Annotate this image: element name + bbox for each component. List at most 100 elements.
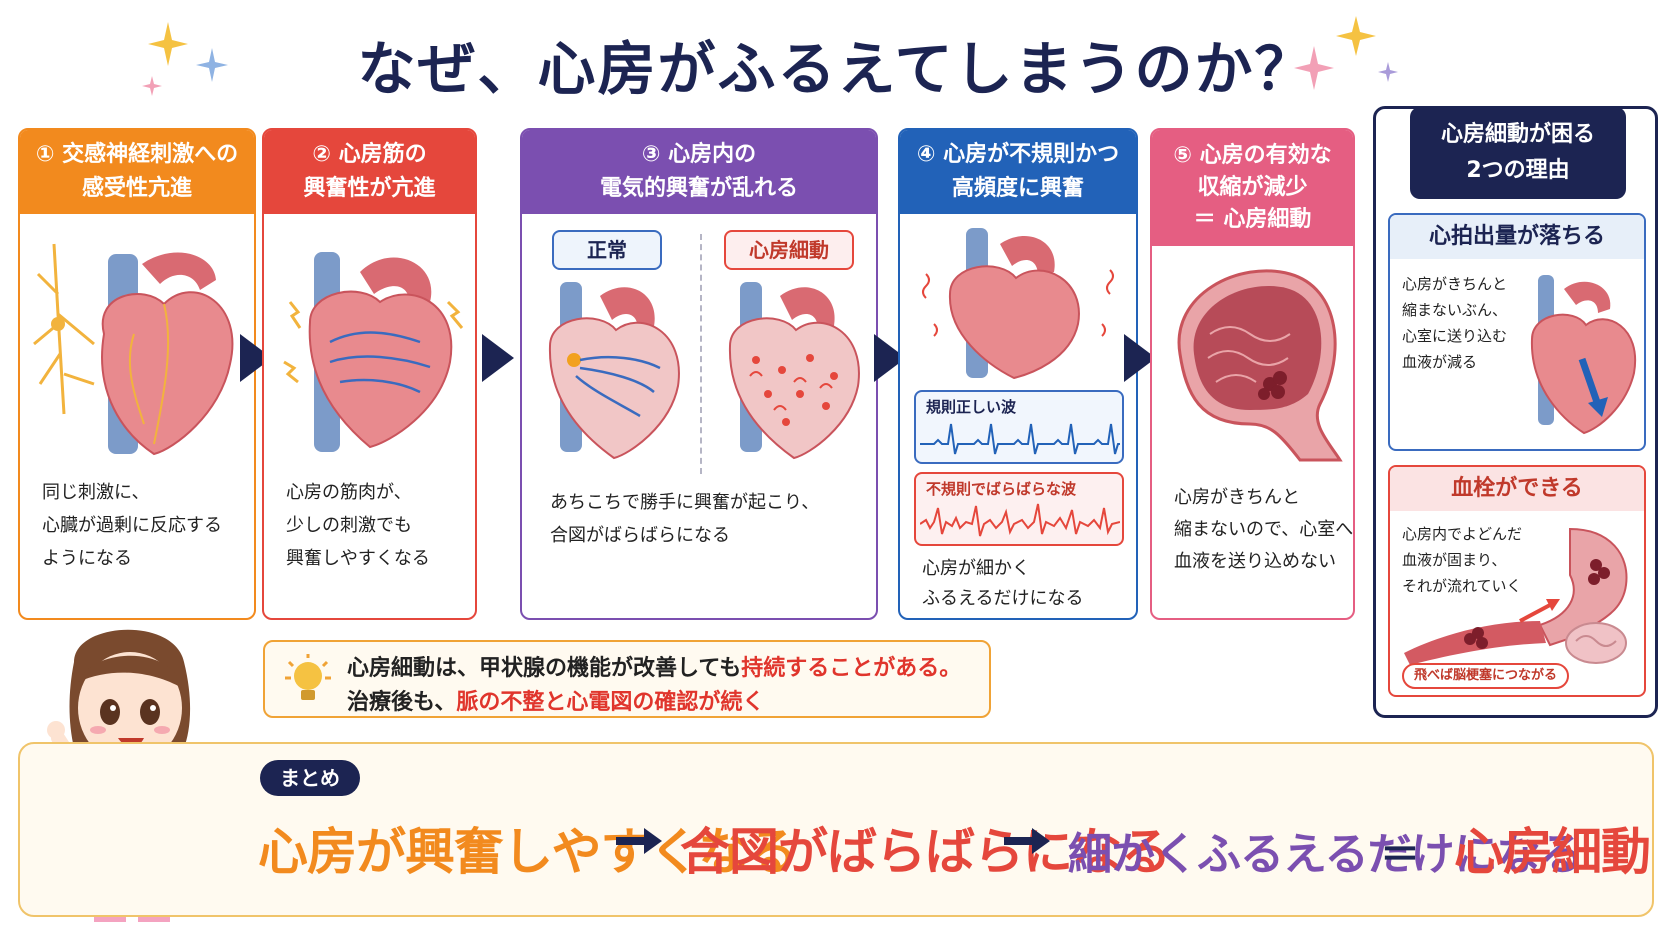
step-number: ⑤: [1173, 143, 1192, 168]
summary-result: 心房細動: [1454, 823, 1651, 881]
step-text-line: 同じ刺激に、: [42, 482, 150, 503]
step-number: ②: [312, 142, 331, 167]
step-text-line: 少しの刺激でも: [286, 515, 412, 536]
arrow-right-icon: [1004, 828, 1050, 854]
step-text-line: あちこちで勝手に興奮が起こり、: [550, 492, 820, 513]
step-title-line: 心房内の: [668, 142, 757, 167]
step-text-line: ふるえるだけになる: [922, 588, 1084, 609]
reason-text-line: 心室に送り込む: [1402, 327, 1508, 345]
regular-ecg-wave: [920, 423, 1120, 455]
step-text-line: 心房が細かく: [922, 558, 1030, 579]
reason-text-line: 心房内でよどんだ: [1402, 525, 1523, 543]
step-text-line: 縮まないので、心室へ: [1174, 519, 1354, 540]
reason-thrombus: 血栓ができる 心房内でよどんだ 血液が固まり、 それが流れていく 飛べば脳梗塞に…: [1388, 465, 1646, 697]
arrow-right-icon: [482, 334, 514, 382]
step-text-line: 心臓が過剰に反応する: [42, 515, 222, 536]
step-title-line: 高頻度に興奮: [951, 176, 1084, 201]
ecg-label: 不規則でばらばらな波: [926, 480, 1077, 498]
af-label: 心房細動: [724, 230, 854, 270]
af-heart-illustration: [728, 282, 860, 460]
reason-title: 心拍出量が落ちる: [1390, 215, 1644, 259]
step-header: ① 交感神経刺激への 感受性亢進: [20, 130, 254, 214]
reasons-panel: 心房細動が困る 2つの理由 心拍出量が落ちる 心房がきちんと 縮まないぶん、 心…: [1373, 106, 1658, 718]
summary-item-3: 細かくふるえるだけになる: [1068, 829, 1584, 880]
reason-description: 心房がきちんと 縮まないぶん、 心室に送り込む 血液が減る: [1402, 271, 1507, 375]
arrow-right-icon: [616, 828, 662, 854]
step-card-4: ④ 心房が不規則かつ 高頻度に興奮 規則正しい波 不規則でばらばらな波 心房が細…: [898, 128, 1138, 620]
note-text: 心房細動は、甲状腺の機能が改善しても: [347, 656, 742, 681]
summary-panel: まとめ 心房が興奮しやすくなる 合図がばらばらになる 細かくふるえるだけになる …: [18, 742, 1654, 917]
step-title-line: 心房が不規則かつ: [943, 142, 1120, 167]
step-description: 心房の筋肉が、 少しの刺激でも 興奮しやすくなる: [286, 476, 430, 575]
step-title-line: ＝ 心房細動: [1193, 207, 1312, 232]
divider: [700, 234, 702, 474]
heart-output-illustration: [1530, 275, 1637, 435]
step-description: 心房がきちんと 縮まないので、心室へ 血液を送り込めない: [1174, 482, 1353, 578]
note-line-2: 治療後も、脈の不整と心電図の確認が続く: [347, 684, 764, 716]
irregular-ecg-box: 不規則でばらばらな波: [914, 472, 1124, 546]
reasons-title-line: 心房細動が困る: [1440, 122, 1595, 147]
thrombus-illustration: [1404, 527, 1628, 665]
step-description: 同じ刺激に、 心臓が過剰に反応する ようになる: [42, 476, 222, 575]
step-description: あちこちで勝手に興奮が起こり、 合図がばらばらになる: [550, 486, 819, 552]
reason-title: 血栓ができる: [1390, 467, 1644, 511]
step-card-2: ② 心房筋の 興奮性が亢進 心房の筋肉が、 少しの刺激でも 興奮しやすくなる: [262, 128, 477, 620]
normal-label: 正常: [552, 230, 662, 270]
step-text-line: 合図がばらばらになる: [550, 525, 730, 546]
step-text-line: ようになる: [42, 548, 132, 569]
heart-nerve-illustration: [33, 243, 234, 456]
step-title-line: 収縮が減少: [1197, 175, 1308, 200]
summary-item-1: 心房が興奮しやすくなる: [258, 823, 797, 881]
step-text-line: 心房がきちんと: [1174, 487, 1300, 508]
step-number: ①: [35, 142, 55, 167]
reason-text-line: それが流れていく: [1402, 577, 1522, 595]
reasons-header: 心房細動が困る 2つの理由: [1410, 107, 1626, 199]
note-text: 治療後も、: [347, 690, 457, 715]
summary-tag: まとめ: [260, 760, 360, 796]
step-title-line: 交感神経刺激への: [62, 142, 239, 167]
summary-item-2: 合図がばらばらになる: [680, 823, 1171, 881]
heart-quivering-illustration: [922, 228, 1114, 380]
step-number: ③: [641, 142, 661, 167]
note-highlight: 脈の不整と心電図の確認が続く: [456, 690, 765, 715]
step-title-line: 電気的興奮が乱れる: [599, 176, 798, 201]
sparkle-icon: [1294, 16, 1398, 90]
step-text-line: 血液を送り込めない: [1174, 551, 1336, 572]
sparkle-icon: [142, 22, 228, 96]
normal-heart-illustration: [548, 282, 680, 460]
step-number: ④: [916, 142, 936, 167]
step-header: ② 心房筋の 興奮性が亢進: [264, 130, 475, 214]
summary-equals: ＝: [1380, 832, 1420, 878]
reason-text-line: 縮まないぶん、: [1402, 301, 1508, 319]
stroke-tag: 飛べば脳梗塞につながる: [1402, 663, 1570, 689]
note-line-1: 心房細動は、甲状腺の機能が改善しても持続することがある。: [347, 650, 961, 682]
step-card-1: ① 交感神経刺激への 感受性亢進 同じ刺激に、 心臓が過剰に反応する ようになる: [18, 128, 256, 620]
step-title-line: 感受性亢進: [81, 176, 192, 201]
step-card-5: ⑤ 心房の有効な 収縮が減少 ＝ 心房細動 心房がきちんと 縮まないので、心室へ…: [1150, 128, 1355, 620]
step-card-3: ③ 心房内の 電気的興奮が乱れる 正常 心房細動 あちこちで勝手に興奮が起こり、…: [520, 128, 878, 620]
step-header: ⑤ 心房の有効な 収縮が減少 ＝ 心房細動: [1152, 130, 1353, 246]
atrium-cross-section-illustration: [1177, 269, 1343, 462]
note-highlight: 持続することがある。: [741, 656, 962, 681]
heart-excited-illustration: [283, 252, 464, 452]
step-text-line: 興奮しやすくなる: [286, 548, 430, 569]
reason-description: 心房内でよどんだ 血液が固まり、 それが流れていく: [1402, 521, 1522, 599]
ecg-label: 規則正しい波: [926, 398, 1017, 416]
step-header: ④ 心房が不規則かつ 高頻度に興奮: [900, 130, 1136, 214]
reason-text-line: 心房がきちんと: [1402, 275, 1508, 293]
step-header: ③ 心房内の 電気的興奮が乱れる: [522, 130, 876, 214]
reason-text-line: 血液が固まり、: [1402, 551, 1507, 569]
step-title-line: 興奮性が亢進: [303, 176, 436, 201]
lightbulb-icon: [285, 654, 331, 700]
reason-text-line: 血液が減る: [1402, 353, 1478, 371]
page-title: なぜ、心房がふるえてしまうのか？: [357, 35, 1315, 103]
reasons-title-line: 2つの理由: [1466, 158, 1570, 183]
reason-cardiac-output: 心拍出量が落ちる 心房がきちんと 縮まないぶん、 心室に送り込む 血液が減る: [1388, 213, 1646, 451]
step-title-line: 心房筋の: [338, 142, 427, 167]
step-title-line: 心房の有効な: [1199, 143, 1332, 168]
step-text-line: 心房の筋肉が、: [286, 482, 412, 503]
note-box: 心房細動は、甲状腺の機能が改善しても持続することがある。 治療後も、脈の不整と心…: [263, 640, 991, 718]
irregular-ecg-wave: [920, 503, 1120, 537]
regular-ecg-box: 規則正しい波: [914, 390, 1124, 464]
step-description: 心房が細かく ふるえるだけになる: [922, 554, 1083, 614]
